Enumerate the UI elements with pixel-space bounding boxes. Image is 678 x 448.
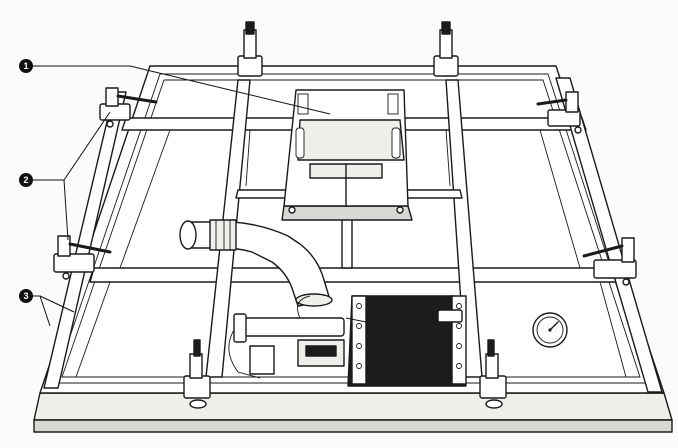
pipe-elbow <box>179 219 333 307</box>
toggle-clamp-icon <box>53 235 112 280</box>
toggle-clamp-icon <box>237 21 263 77</box>
pump-assembly <box>228 295 463 379</box>
toggle-clamp-icon <box>536 91 582 134</box>
gauge-icon <box>532 312 568 348</box>
callout-2: 2 <box>19 111 111 241</box>
callout-3-number: 3 <box>23 291 28 301</box>
upper-plate <box>281 89 413 221</box>
callout-1-number: 1 <box>23 61 28 71</box>
toggle-clamps <box>53 21 637 409</box>
callout-1: 1 <box>19 59 331 115</box>
filter-panel <box>347 295 467 387</box>
toggle-clamp-icon <box>582 237 637 286</box>
toggle-clamp-icon <box>433 21 459 77</box>
toggle-clamp-icon <box>183 339 211 409</box>
callout-3: 3 <box>19 289 75 327</box>
callout-2-number: 2 <box>23 175 28 185</box>
toggle-clamp-icon <box>479 339 507 409</box>
toggle-clamp-icon <box>99 87 158 128</box>
